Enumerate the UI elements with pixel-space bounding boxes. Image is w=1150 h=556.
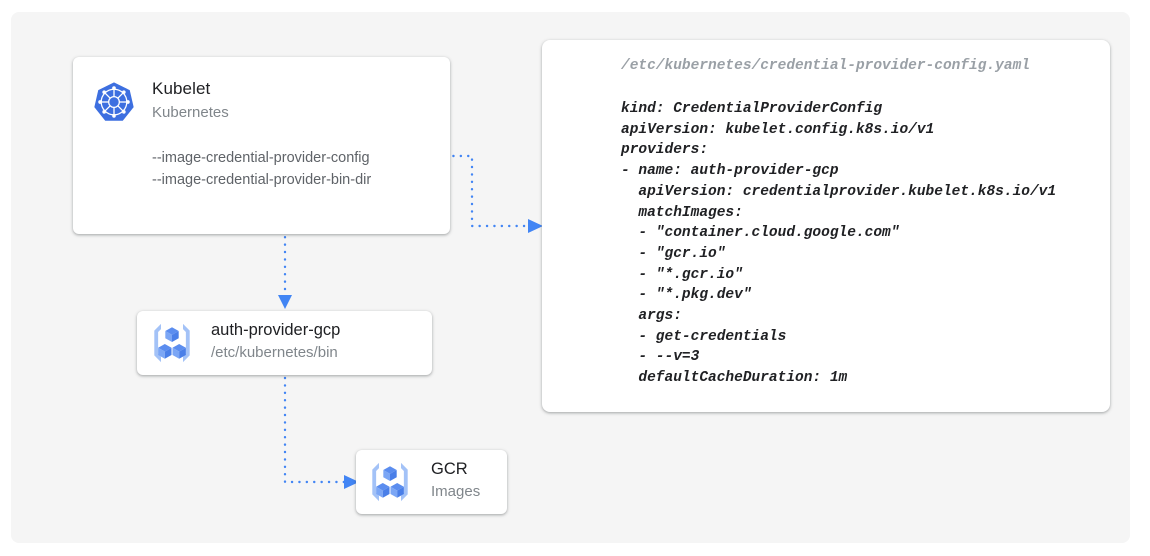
kubelet-flag-bin-dir: --image-credential-provider-bin-dir: [152, 172, 372, 188]
gcr-subtitle: Images: [431, 483, 481, 500]
kubelet-title: Kubelet: [152, 79, 211, 98]
gcr-title: GCR: [431, 460, 468, 478]
auth-provider-card[interactable]: auth-provider-gcp /etc/kubernetes/bin: [137, 311, 432, 375]
kubelet-flag-config: --image-credential-provider-config: [152, 150, 370, 166]
yaml-code-body: kind: CredentialProviderConfig apiVersio…: [621, 101, 1057, 387]
gcp-container-registry-icon: [154, 323, 190, 363]
kubelet-card[interactable]: Kubelet Kubernetes --image-credential-pr…: [73, 57, 450, 234]
gcp-container-registry-icon: [372, 462, 408, 502]
yaml-filename: /etc/kubernetes/credential-provider-conf…: [621, 58, 1030, 74]
kubelet-subtitle: Kubernetes: [152, 104, 229, 121]
auth-provider-title: auth-provider-gcp: [211, 321, 341, 339]
auth-provider-subtitle: /etc/kubernetes/bin: [211, 344, 338, 361]
kubernetes-logo-icon: [94, 82, 134, 121]
gcr-card[interactable]: GCR Images: [356, 450, 507, 514]
yaml-config-card[interactable]: /etc/kubernetes/credential-provider-conf…: [542, 40, 1110, 412]
